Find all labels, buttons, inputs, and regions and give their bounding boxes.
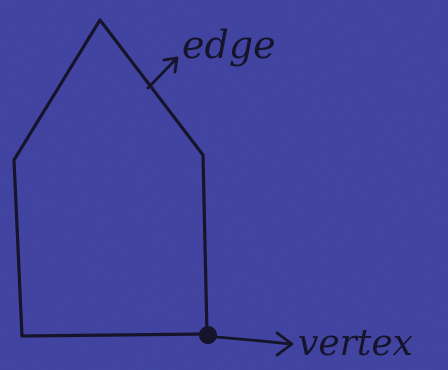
pentagon-outline — [12, 18, 209, 338]
vertex-dot — [199, 326, 217, 344]
edge-label: edge — [182, 23, 276, 67]
vertex-label: vertex — [298, 323, 413, 364]
vertex-arrow — [214, 331, 294, 357]
edge-arrow — [146, 56, 179, 90]
